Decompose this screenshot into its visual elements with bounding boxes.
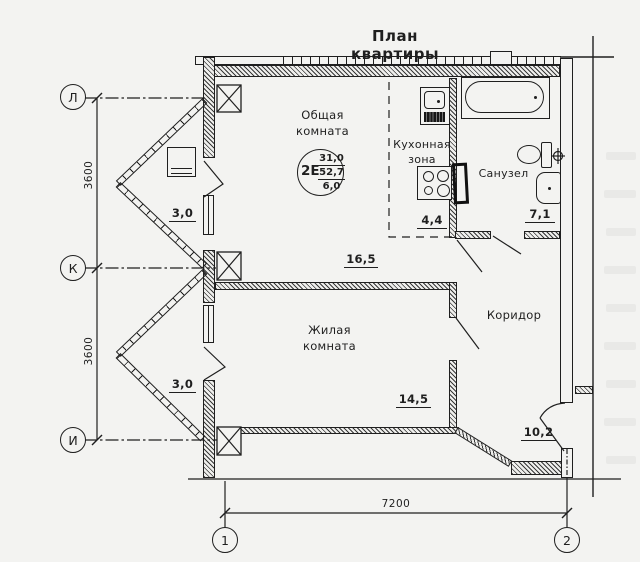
column-marker-icon [216,84,242,456]
axis-bubble-L: Л [60,84,86,110]
axis-label: И [68,432,78,448]
entry-door-post [561,448,573,478]
top-exterior-wall [207,65,560,77]
room-label-line: комната [295,124,350,138]
wall-corridor-lower [449,360,457,428]
room-label-line: зона [408,153,436,166]
kitchen-sink-icon [420,87,450,125]
toilet-icon [517,145,541,164]
window-segment-upper [203,195,214,235]
wall-entry-jamb [575,386,593,394]
room-label-line: Жилая [308,323,351,337]
door-swing-icon [455,235,522,350]
watermark-artifact [604,418,636,426]
wall-corridor-upper [449,282,457,318]
bathtub-icon [461,77,550,119]
washbasin-icon [536,172,561,204]
axis-label: К [68,260,78,276]
area-bay-bottom: 3,0 [169,377,196,393]
axis-label: 2 [563,532,571,548]
stamp-extra-area: 6,0 [318,179,345,193]
axis-bubble-1: 1 [212,527,238,553]
left-wall-lower [203,380,215,478]
wall-entry-diagonal [454,427,513,467]
left-wall-upper [203,57,215,158]
watermark-artifact [606,152,636,160]
bay-window-top-lower-sash [115,181,208,269]
apartment-stamp: 2Е 31,0 52,7 6,0 [297,149,345,196]
area-bathroom: 7,1 [525,207,555,223]
apartment-type: 2Е [301,163,320,179]
bay-window-bottom-lower-sash [115,353,206,442]
window-segment-lower [203,305,214,343]
area-common-room: 16,5 [344,252,378,268]
watermark-artifact [604,266,636,274]
watermark-artifact [606,304,636,312]
toilet-cistern-icon [541,142,552,168]
area-corridor: 10,2 [521,425,556,441]
room-label-line: Общая [301,108,344,122]
wall-bath-bottom-right [524,231,560,239]
area-kitchen: 4,4 [417,213,447,229]
wall-kitchen-bottom-left [455,231,491,239]
watermark-artifact [606,380,636,388]
wall-break-notch [490,51,512,65]
top-glazing-band [195,56,561,65]
dimension-3600-bottom: 3600 [83,336,95,366]
area-living-room: 14,5 [396,392,431,408]
room-label-kitchen: Кухонная зона [391,137,453,167]
room-label-corridor: Коридор [486,308,542,322]
room-label-living: Жилая комната [297,322,362,354]
apartment-areas-stack: 31,0 52,7 6,0 [318,152,345,193]
wall-living-bottom [225,427,459,434]
axis-label: Л [68,89,78,105]
vent-shaft-icon [167,147,196,177]
watermark-artifact [606,228,636,236]
watermark-artifact [604,342,636,350]
axis-bubble-I: И [60,427,86,453]
fridge-icon [451,162,470,205]
balcony-door-icon [203,346,226,381]
watermark-artifact [606,456,636,464]
stamp-living-area: 31,0 [319,153,344,164]
stove-icon [417,166,452,200]
dimension-3600-top: 3600 [83,160,95,190]
room-label-bathroom: Санузел [478,167,529,180]
room-label-common: Общая комната [290,107,355,139]
wall-bathroom-right [560,58,573,403]
glazing-ticks [283,57,558,64]
dimension-7200: 7200 [381,498,411,510]
wall-entry-bottom [511,461,563,475]
bay-window-bottom-upper-sash [115,268,208,357]
axis-bubble-2: 2 [554,527,580,553]
balcony-door-icon [203,160,224,198]
watermark-artifact [604,190,636,198]
room-label-line: комната [302,339,357,353]
axis-label: 1 [221,532,229,548]
room-label-line: Кухонная [393,138,451,151]
stamp-total-area: 52,7 [318,165,345,178]
axis-bubble-K: К [60,255,86,281]
wall-common-living-divider [215,282,453,290]
area-bay-top: 3,0 [169,206,196,222]
